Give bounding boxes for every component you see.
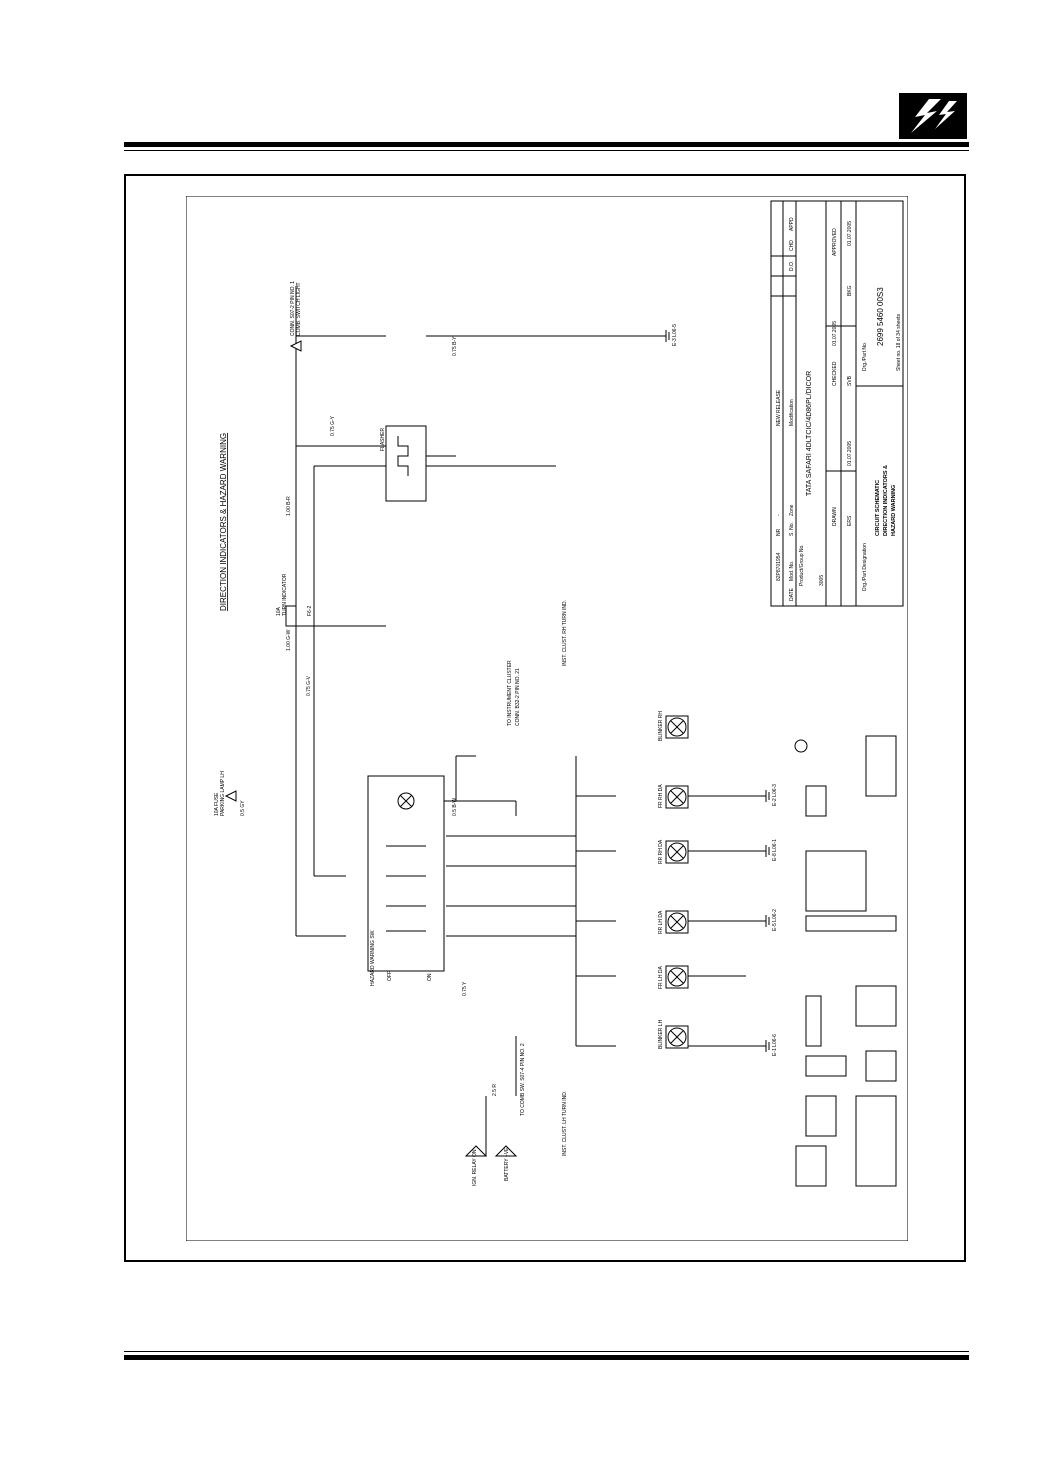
tb-approved-label: APPROVED <box>832 228 838 256</box>
fuse-turn-label-2: TURN INDICATOR <box>282 573 288 616</box>
logo <box>899 93 967 139</box>
tb-header-appd: APPD <box>789 217 795 231</box>
wire-label-11: 2.5 R <box>492 1084 498 1096</box>
to-combsw-top-2: COMB. SWITCH LIGHT <box>296 282 302 336</box>
tb-checked-by: SVB <box>847 375 853 386</box>
wire-label-7: 0.5 B-W <box>452 798 458 816</box>
tb-drawn-label: DRAWN <box>832 507 838 526</box>
to-combsw-top-1: CONN. S07-2 PIN NO. 1 <box>290 281 296 336</box>
note-rh: INST. CLUST. RH TURN IND. <box>562 600 568 666</box>
tb-header-chd: CHD <box>789 240 795 251</box>
lamp-rr-rh-da <box>665 840 689 864</box>
tb-drawn-date: 01.07.2005 <box>847 441 853 466</box>
wire-label-6: 0.75 B-Y <box>452 336 458 356</box>
tb-row-mod: 82P8701954 <box>776 552 782 581</box>
schematic-drawing: DIRECTION INDICATORS & HAZARD WARNING <box>186 196 908 1241</box>
tb-header-date: DATE <box>789 587 795 601</box>
tb-designation-2: DIRECTION INDICATORS & <box>883 465 889 536</box>
lamps <box>665 715 689 1049</box>
tb-designation-3: HAZARD WARNING <box>891 485 897 536</box>
hazard-switch-label: HAZARD WARNING SW. <box>370 930 376 986</box>
tb-row-zone: - <box>776 514 782 516</box>
outer-frame <box>124 174 966 1262</box>
fuse-turn-id: F6-2 <box>307 606 313 617</box>
lamp-blinker-rh-label: BLINKER RH <box>658 711 664 741</box>
tb-checked-label: CHECKED <box>832 361 838 386</box>
tb-header-zone: Zone <box>789 504 795 516</box>
to-cluster-2: CONN. B32-2 PIN NO. 21 <box>515 668 521 726</box>
lightning-bolt-icon <box>911 99 957 133</box>
lamp-fr-lh-da-label: FR LH DA <box>658 966 664 989</box>
ground-e2: E-2 L06-3 <box>772 784 778 806</box>
wire-label-2: 0.75 G-Y <box>330 415 336 436</box>
ground-e8: E-8 L06-1 <box>772 839 778 861</box>
lamp-blinker-lh-label: BLINKER LH <box>658 1019 664 1049</box>
tb-header-mod: Mod. No. <box>789 561 795 581</box>
note-lh: INST. CLUST. LH TURN IND. <box>562 1091 568 1156</box>
tb-row-sno: NR <box>776 528 782 536</box>
wire-label-3: 1.00 B-R <box>286 496 292 516</box>
lamp-blinker-rh <box>665 715 689 739</box>
tb-product-label: Product/Group No. <box>799 544 805 586</box>
to-comb-label: TO COMB SW. S07-4 PIN NO. 2 <box>520 1043 526 1116</box>
lamp-blinker-lh <box>665 1025 689 1049</box>
ground-e5: E-5 L06-2 <box>772 909 778 931</box>
tb-header-do: D.O. <box>789 261 795 271</box>
tb-approved-by: BKG <box>847 285 853 296</box>
hazard-off-label: OFF <box>387 971 393 981</box>
tb-part-label: Drg./Part No. <box>862 342 868 371</box>
wire-label-10: 0.75 Y <box>462 981 468 996</box>
to-cluster-1: TO INSTRUMENT CLUSTER <box>507 660 513 726</box>
fuse-turn-label-1: 10A <box>276 606 282 616</box>
flasher-label: FLASHER <box>380 428 386 451</box>
ground-e3: E-3 L06-5 <box>672 324 678 346</box>
tb-part-no: 2699 5460 00S3 <box>876 287 885 346</box>
header-rule-thick <box>124 142 969 147</box>
tb-approved-date: 01.07.2005 <box>847 221 853 246</box>
tb-sheet: Sheet no. 18 of 34 sheets <box>896 314 902 371</box>
wire-label-1: 0.5 GY <box>240 800 246 816</box>
lamp-fr-rh-da-label: FR RH DA <box>658 784 664 808</box>
lamp-rr-rh-da-label: RR RH DA <box>658 839 664 864</box>
footer-rule-thin <box>124 1351 969 1352</box>
title-block-grid <box>770 200 904 607</box>
header-rule-thin <box>124 150 969 151</box>
tb-row-modification: NEW RELEASE <box>776 389 782 426</box>
tb-header-sno: S. No. <box>789 522 795 536</box>
fuse-park-label-2: PARKING LAMP LH <box>220 771 226 816</box>
wire-label-5: 0.75 G-V <box>306 675 312 696</box>
footer-rule-thick <box>124 1355 969 1360</box>
tb-project: TATA SAFARI 4DLTCIC/4D86PL/DICOR <box>806 371 813 496</box>
battery-label: BATTERY +VE <box>504 1147 510 1181</box>
tb-designation-1: CIRCUIT SCHEMATIC <box>875 480 881 536</box>
tb-checked-date: 01.07.2005 <box>832 321 838 346</box>
tb-designation-label: Drg./Part Designation <box>862 543 868 591</box>
lamp-rr-lh-da <box>665 910 689 934</box>
hazard-on-label: ON <box>427 973 433 981</box>
tb-product-value: 3005 <box>819 575 825 586</box>
tb-drawn-by: ERS <box>847 515 853 526</box>
lamp-rr-lh-da-label: RR LH DA <box>658 910 664 934</box>
schematic-title: DIRECTION INDICATORS & HAZARD WARNING <box>219 433 228 611</box>
lamp-fr-lh-da <box>665 965 689 989</box>
lamp-fr-rh-da <box>665 785 689 809</box>
tb-header-modification: Modification <box>789 399 795 426</box>
ign-relay-label: IGN. RELAY ON <box>472 1149 478 1186</box>
ground-e1: E-1 L06-6 <box>772 1034 778 1056</box>
wire-label-4: 1.00 G-W <box>286 629 292 651</box>
fuse-park-label-1: 10A FUSE <box>214 792 220 816</box>
